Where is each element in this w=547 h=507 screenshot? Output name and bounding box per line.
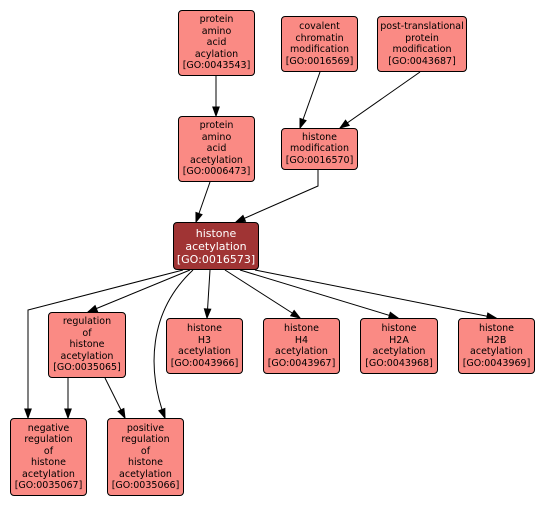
- node-label-line: acetylation: [119, 468, 172, 480]
- node-label-line: post-translational: [380, 21, 464, 32]
- node-label-line: [GO:0043968]: [365, 357, 433, 369]
- node-label-line: [GO:0006473]: [182, 166, 251, 178]
- arrowhead: [289, 309, 302, 319]
- node-label-line: [GO:0043967]: [267, 357, 336, 369]
- edge-n0016573-to-n0043967: [224, 269, 302, 319]
- edge-n0035065-to-n0035067: [64, 378, 72, 420]
- node-label-line: histone: [478, 323, 514, 334]
- node-label-line: [GO:0035066]: [111, 480, 180, 491]
- node-label-line: H3: [197, 334, 212, 346]
- node-label-line: chromatin: [295, 32, 344, 44]
- node-label-line: histone: [30, 457, 66, 468]
- node-label-line: [GO:0043966]: [170, 357, 239, 369]
- node-label-line: protein: [199, 14, 234, 26]
- node-label-line: modification: [290, 143, 349, 155]
- edge-n0043687-to-n0016570: [338, 71, 421, 129]
- node-label-line: regulation: [24, 434, 73, 445]
- node-label-line: acetylation: [22, 468, 75, 480]
- node-label-line: regulation: [121, 434, 170, 445]
- node-label-line: of: [140, 445, 151, 457]
- edge-n0016570-to-n0016573: [234, 170, 319, 223]
- arrowhead: [158, 407, 166, 420]
- node-label-line: acetylation: [275, 346, 328, 357]
- arrowhead: [299, 117, 307, 130]
- node-label-line: H2A: [389, 334, 409, 346]
- arrowhead: [234, 214, 247, 223]
- node-label-line: amino: [201, 131, 232, 143]
- node-label-line: of: [43, 445, 54, 457]
- node-label-line: histone: [69, 339, 105, 351]
- node-label-line: [GO:0016569]: [285, 55, 354, 67]
- node-label-line: histone: [195, 226, 237, 240]
- edge-n0016573-to-n0035065: [86, 269, 191, 313]
- arrowhead: [203, 308, 212, 320]
- node-label-line: modification: [290, 44, 349, 55]
- arrowhead: [212, 106, 220, 118]
- edge-n0043543-to-n0006473: [212, 76, 220, 118]
- node-label-line: acid: [206, 143, 227, 155]
- node-label-line: [GO:0043687]: [388, 55, 456, 67]
- arrowhead: [24, 408, 32, 420]
- node-label-line: [GO:0035067]: [14, 480, 83, 491]
- node-label-line: [GO:0043969]: [462, 357, 531, 369]
- edge-n0016569-to-n0016570: [299, 71, 321, 130]
- node-label-line: covalent: [299, 21, 340, 32]
- node-label-line: positive: [126, 422, 165, 434]
- node-label-line: of: [82, 327, 92, 339]
- node-label-line: regulation: [62, 316, 112, 328]
- node-label-line: acetylation: [372, 346, 426, 357]
- node-label-line: acetylation: [185, 239, 247, 253]
- edge-n0035065-to-n0035066: [104, 377, 126, 420]
- node-label-line: [GO:0043543]: [182, 60, 251, 72]
- node-label-line: acetylation: [470, 346, 523, 357]
- node-label-line: histone: [301, 131, 337, 143]
- node-label-line: histone: [186, 323, 222, 334]
- node-label-line: [GO:0016570]: [285, 154, 354, 166]
- node-label-line: acetylation: [60, 350, 114, 362]
- node-label-line: [GO:0016573]: [176, 252, 256, 266]
- arrowhead: [64, 408, 72, 420]
- node-label-line: modification: [392, 44, 452, 55]
- edge-n0006473-to-n0016573: [195, 181, 211, 224]
- node-label-line: protein: [405, 32, 439, 44]
- node-label-line: histone: [381, 323, 417, 334]
- arrowhead: [338, 119, 351, 129]
- node-label-line: H2B: [486, 334, 507, 346]
- node-label-line: [GO:0035065]: [53, 362, 121, 374]
- node-label-line: histone: [283, 323, 319, 334]
- node-label-line: acid: [206, 37, 227, 49]
- node-label-line: acylation: [194, 48, 239, 60]
- node-label-line: protein: [199, 120, 234, 132]
- node-label-line: H4: [294, 334, 309, 346]
- node-label-line: acetylation: [190, 154, 243, 166]
- node-label-line: amino: [201, 25, 232, 37]
- edge-n0016573-to-n0035066: [153, 269, 194, 420]
- node-label-line: acetylation: [178, 346, 231, 357]
- arrowhead: [195, 211, 203, 224]
- edge-n0016573-to-n0043966: [203, 269, 212, 320]
- node-label-line: negative: [27, 422, 70, 434]
- arrowhead: [86, 304, 99, 313]
- edge-n0016573-to-n0035067: [24, 269, 184, 420]
- arrowhead: [117, 407, 126, 420]
- node-label-line: histone: [127, 457, 163, 468]
